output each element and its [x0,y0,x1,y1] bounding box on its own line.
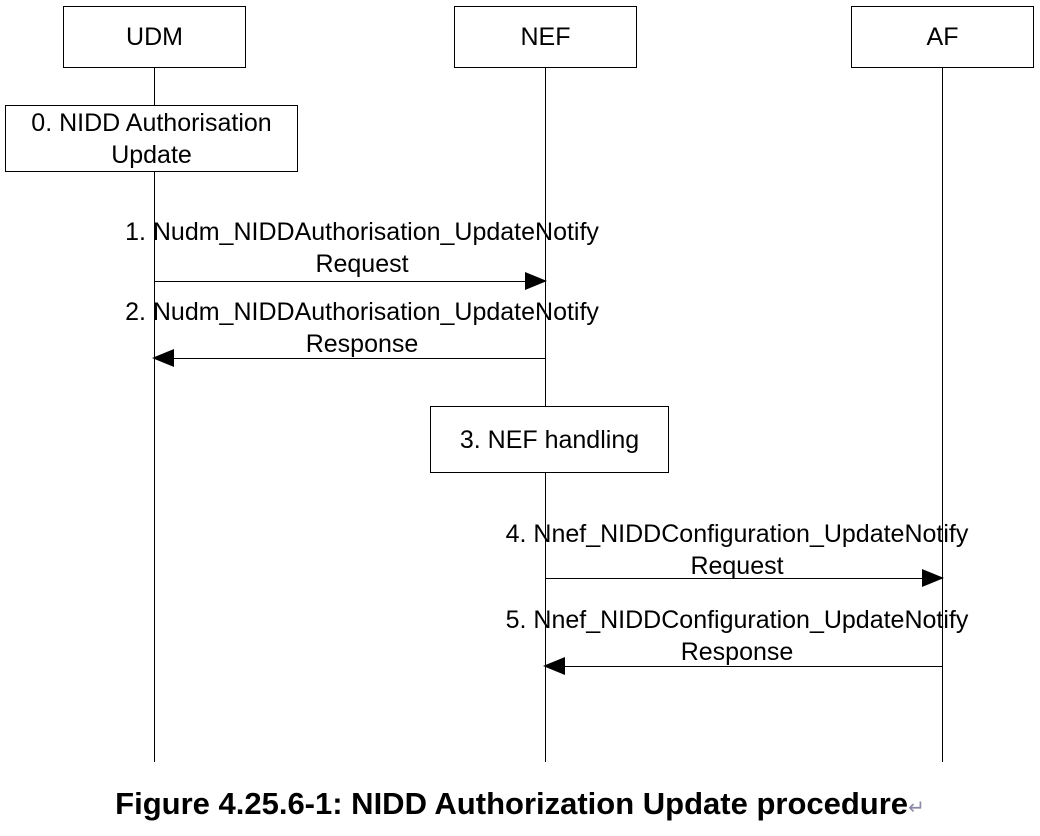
return-mark-icon: ↵ [908,797,925,819]
step-1-label: 1. Nudm_NIDDAuthorisation_UpdateNotify R… [62,216,662,280]
step-5-arrowhead [543,657,565,675]
participant-af: AF [851,6,1034,68]
step-4-line1: 4. Nnef_NIDDConfiguration_UpdateNotify [505,520,969,548]
step-5-line2: Response [680,638,794,666]
step-0-line2: Update [111,140,192,169]
step-3-box: 3. NEF handling [430,406,669,473]
figure-caption: Figure 4.25.6-1: NIDD Authorization Upda… [0,786,1040,822]
step-1-arrowhead [525,272,547,290]
step-2-line1: 2. Nudm_NIDDAuthorisation_UpdateNotify [125,298,599,326]
step-4-label: 4. Nnef_NIDDConfiguration_UpdateNotify R… [437,518,1037,582]
step-2-label: 2. Nudm_NIDDAuthorisation_UpdateNotify R… [62,296,662,360]
step-1-line2: Request [315,250,409,278]
step-2-line2: Response [305,330,419,358]
step-3-label: 3. NEF handling [459,425,640,454]
step-4-arrow [545,569,944,587]
step-5-label: 5. Nnef_NIDDConfiguration_UpdateNotify R… [437,604,1037,668]
step-0-box: 0. NIDD Authorisation Update [5,105,298,172]
participant-udm-label: UDM [126,23,183,51]
step-4-arrowhead [922,569,944,587]
step-5-arrow [543,657,942,675]
step-2-arrowhead [152,349,174,367]
participant-nef-label: NEF [520,23,571,51]
step-2-arrow [152,349,545,367]
step-5-line1: 5. Nnef_NIDDConfiguration_UpdateNotify [505,606,969,634]
participant-af-label: AF [926,23,959,51]
figure-caption-text: Figure 4.25.6-1: NIDD Authorization Upda… [115,786,909,821]
participant-nef: NEF [454,6,637,68]
lifeline-af [942,68,943,762]
step-1-line1: 1. Nudm_NIDDAuthorisation_UpdateNotify [125,218,599,246]
step-4-line2: Request [690,552,784,580]
lifeline-udm [154,68,155,762]
step-1-arrow [154,272,547,290]
participant-udm: UDM [63,6,246,68]
step-0-line1: 0. NIDD Authorisation [31,108,272,137]
